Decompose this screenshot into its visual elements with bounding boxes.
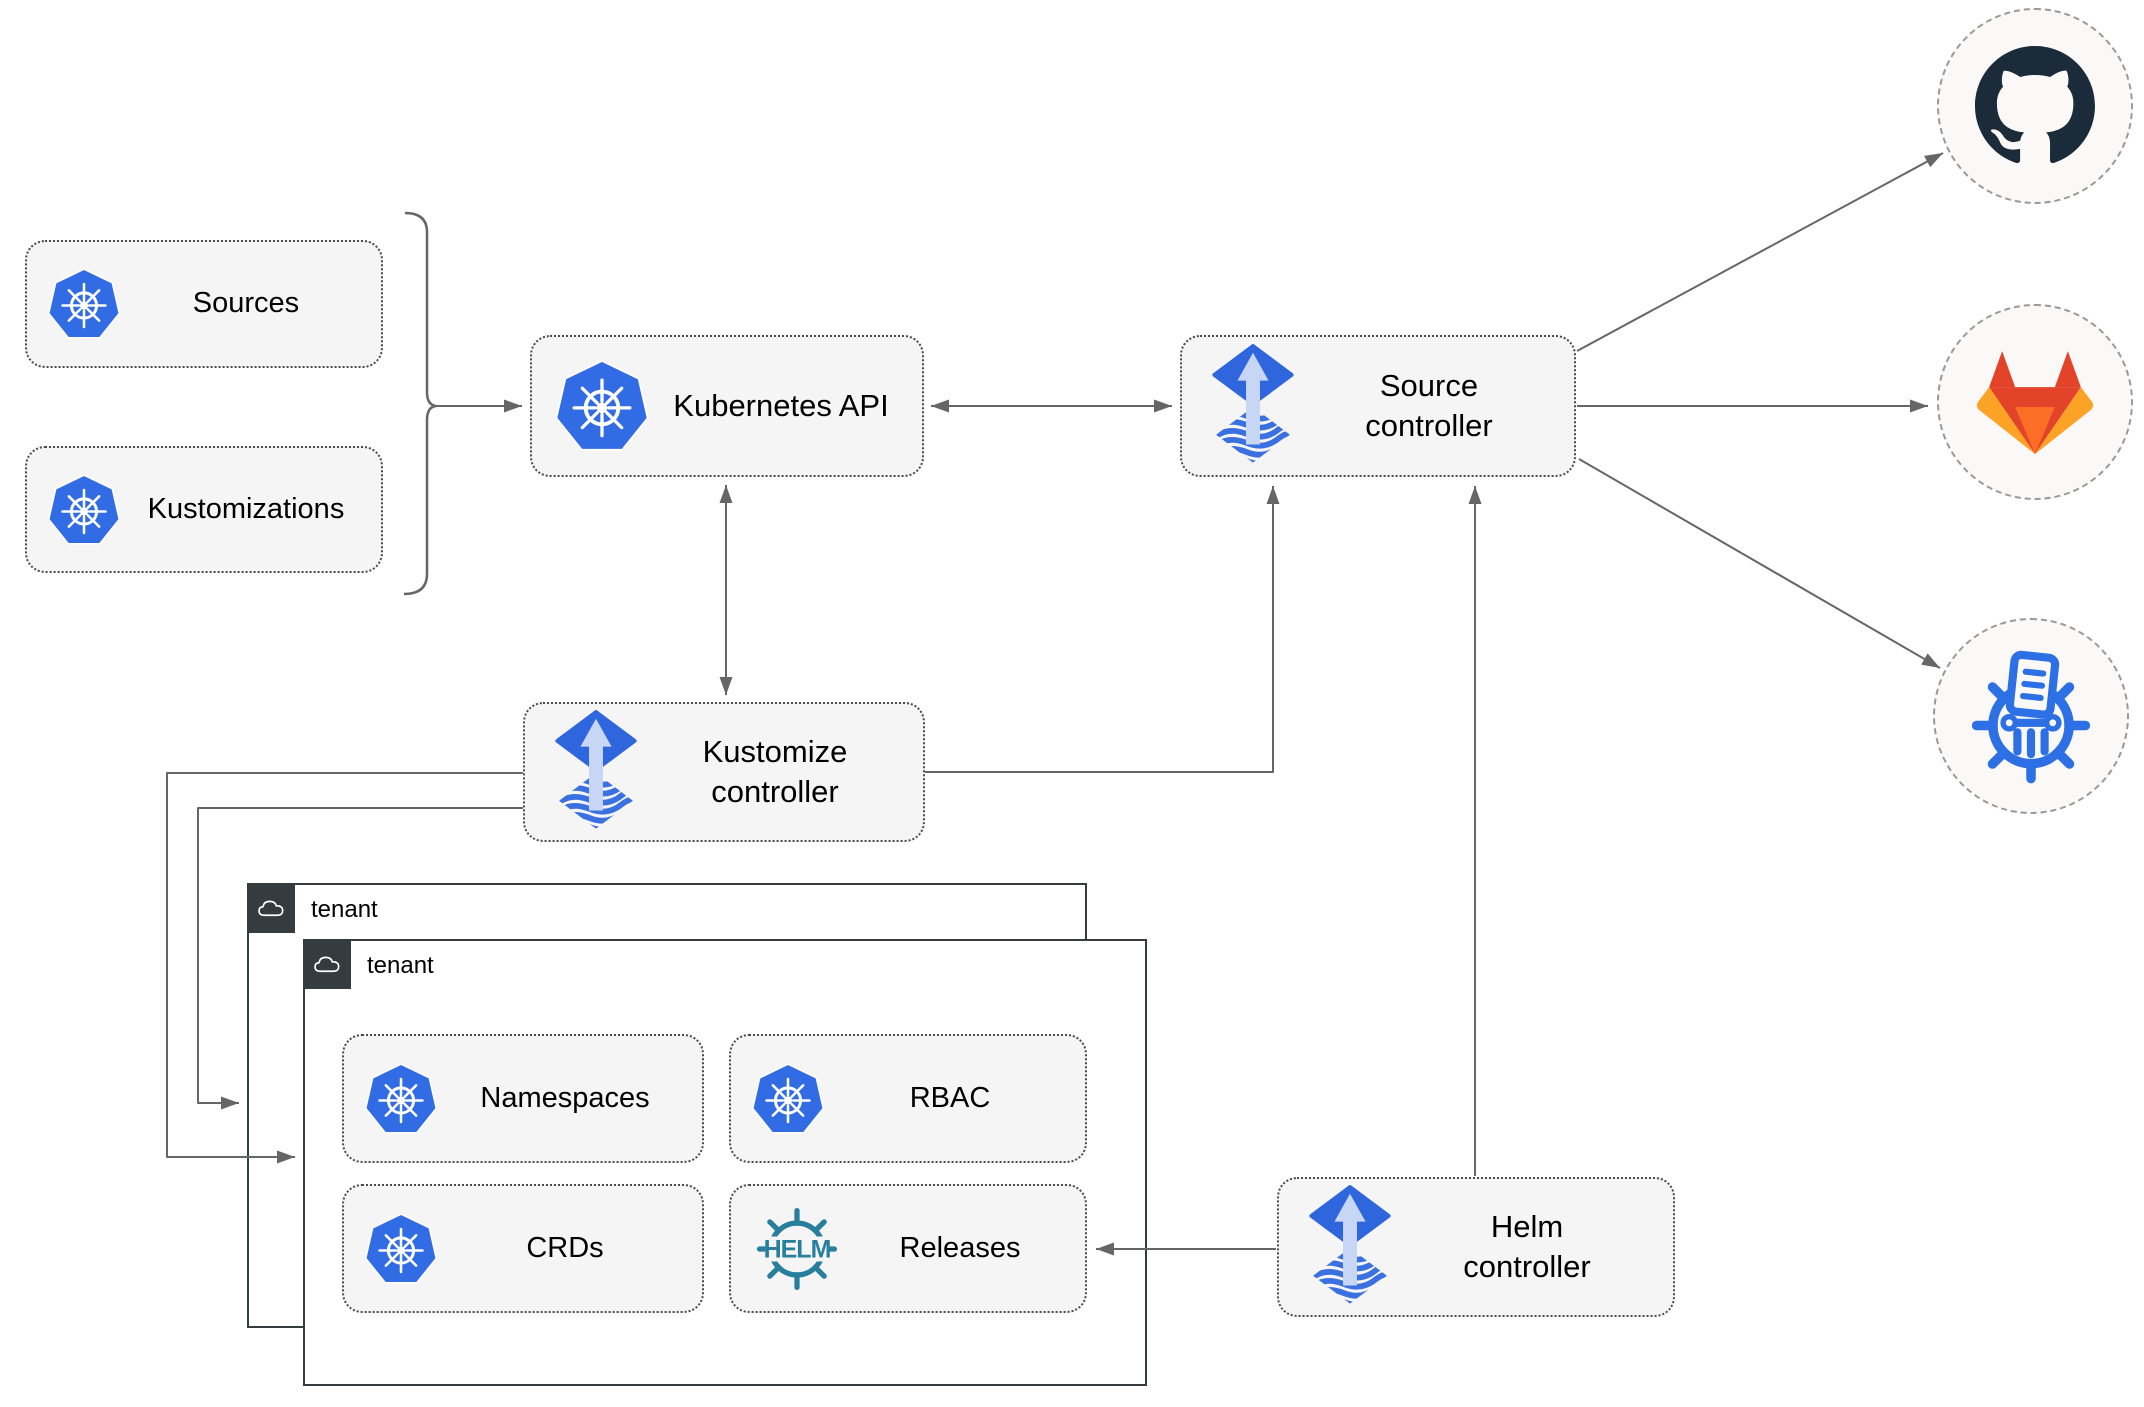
gitlab-icon — [1973, 346, 2097, 458]
remote-gitlab — [1937, 304, 2133, 500]
kubernetes-icon — [47, 473, 121, 547]
node-rbac-label: RBAC — [909, 1081, 991, 1114]
node-kubernetes-api-label: Kubernetes API — [673, 387, 889, 423]
node-rbac: RBAC — [729, 1034, 1087, 1163]
remote-chartmuseum — [1933, 618, 2129, 814]
helm-icon: HELM — [756, 1207, 838, 1290]
node-releases-label: Releases — [899, 1231, 1021, 1264]
edge-source-to-chartmuseum — [1578, 458, 1941, 669]
kubernetes-icon — [751, 1062, 825, 1136]
node-sources-label: Sources — [192, 287, 300, 320]
helm-logo-text: HELM — [764, 1235, 831, 1263]
node-source-controller: Source controller — [1180, 335, 1576, 477]
remote-github — [1937, 8, 2133, 204]
node-crds: CRDs — [342, 1184, 704, 1313]
node-kubernetes-api: Kubernetes API — [530, 335, 924, 477]
node-source-controller-label: Source controller — [1365, 367, 1493, 443]
flux-icon — [1212, 344, 1294, 468]
chartmuseum-icon — [1963, 648, 2099, 784]
node-sources: Sources — [25, 240, 383, 368]
edge-kustomize-to-tenant-front — [166, 772, 523, 1164]
edge-kustomize-to-source-controller — [925, 486, 1280, 773]
node-releases: HELM Releases — [729, 1184, 1087, 1313]
edge-group-brace — [403, 211, 438, 596]
tenant-back-header — [247, 883, 295, 933]
kubernetes-icon — [554, 358, 650, 454]
tenant-front-header — [303, 939, 351, 989]
node-helm-controller: Helm controller — [1277, 1177, 1675, 1317]
tenant-front-label: tenant — [367, 952, 434, 979]
flux-icon — [555, 710, 637, 834]
node-kustomize-controller: Kustomize controller — [523, 702, 925, 842]
node-kustomizations: Kustomizations — [25, 446, 383, 573]
node-helm-controller-label: Helm controller — [1463, 1208, 1591, 1284]
kubernetes-icon — [364, 1062, 438, 1136]
github-icon — [1975, 46, 2095, 166]
tenant-back-label: tenant — [311, 896, 378, 923]
edge-source-to-github — [1576, 152, 1944, 352]
flux-icon — [1309, 1185, 1391, 1309]
kubernetes-icon — [47, 267, 121, 341]
edge-kustomize-to-tenant-back — [197, 807, 523, 1110]
node-namespaces: Namespaces — [342, 1034, 704, 1163]
node-kustomize-controller-label: Kustomize controller — [702, 733, 848, 809]
kubernetes-icon — [364, 1212, 438, 1286]
node-namespaces-label: Namespaces — [480, 1081, 650, 1114]
node-kustomizations-label: Kustomizations — [147, 492, 345, 525]
node-crds-label: CRDs — [526, 1231, 604, 1264]
